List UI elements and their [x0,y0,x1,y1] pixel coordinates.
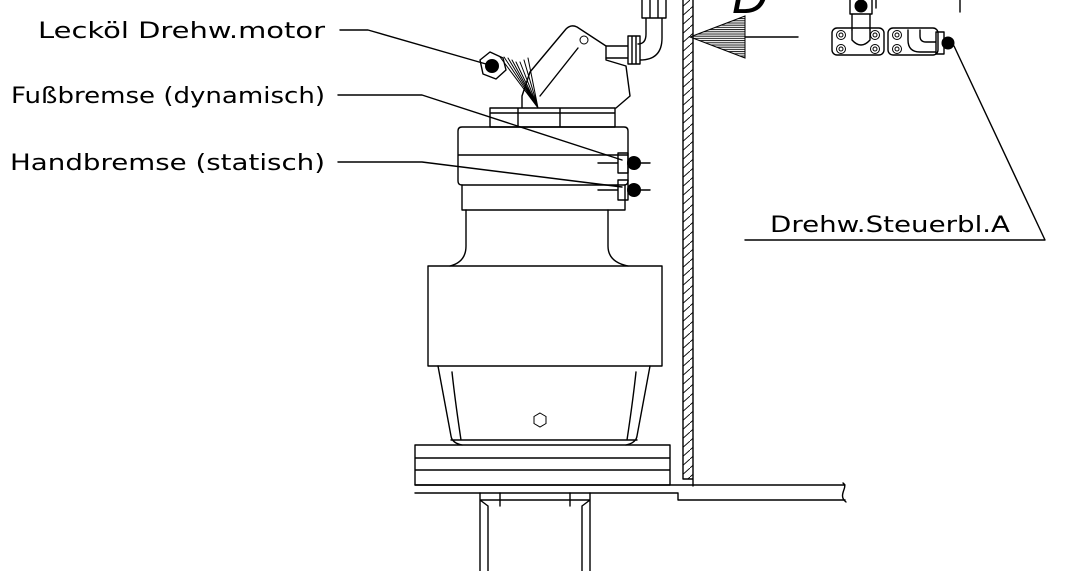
leader-fussbremse [337,94,623,161]
leader-handbremse [337,161,623,188]
tapered-housing [437,365,651,446]
bolt-hole-icon [870,30,880,40]
view-direction-arrow [688,15,799,59]
bolt-hole-icon [894,32,900,38]
steuerblock-port-icon [941,36,955,50]
wall-outline [682,0,694,487]
leckoel-fitting [479,51,507,80]
gearbox-neck [449,209,629,267]
bolt-holes-right [892,30,902,54]
leckoel-port-icon [485,59,499,73]
flange-block-left [831,27,885,56]
fussbremse-port-icon [627,156,641,170]
handbremse-port [597,179,651,201]
flange-block-left-bend [851,29,871,46]
angled-motor-housing [521,25,631,109]
bolt-hole-icon [838,46,844,52]
bolt-hole-icon [894,46,900,52]
wall [682,0,694,487]
label-drehwerk-steuerblock-a: Drehw.Steuerbl.A [770,213,1010,238]
bolt-hole-icon [836,30,846,40]
fussbremse-port [597,152,651,174]
bolt-hole-icon [892,44,902,54]
leader-lines [337,29,1046,241]
bolt-hole-icon [870,44,880,54]
label-handbremse: Handbremse (statisch) [10,151,325,176]
leckoel-hose-fan [499,56,539,109]
slewing-motor-assembly [414,0,671,571]
bolt-hole-icon [836,44,846,54]
gearbox-block [427,265,663,367]
control-block-a-fittings [831,0,961,56]
bolt-hole-icon [838,32,844,38]
leader-leckoel [339,29,487,65]
plate-break-symbol [841,482,847,503]
leader-steuerblock [744,45,1046,241]
arrow-head [688,15,746,59]
flange-block-right-elbow [907,29,945,55]
top-fitting [849,0,961,31]
housing-screw-icon [579,35,589,45]
handbremse-port-icon [627,183,641,197]
brake-housing-upper [457,126,629,186]
hex-plug-icon [533,412,547,428]
fussbremse-port-body [597,152,651,174]
motor-flange [489,107,616,128]
bolt-hole-icon [872,32,878,38]
brake-housing-lower [461,184,626,211]
flange-block-right [887,27,939,56]
elbow-fitting [605,0,667,65]
label-fussbremse: Fußbremse (dynamisch) [11,84,325,109]
output-shaft [479,492,591,571]
top-fitting-port-icon [854,0,868,13]
handbremse-port-body [597,179,651,201]
bolt-holes-left [836,30,880,54]
bolt-hole-icon [872,46,878,52]
wall-hatching [683,0,693,479]
mounting-flange [414,444,671,486]
bolt-hole-icon [892,30,902,40]
label-leckoel-drehwerkmotor: Lecköl Drehw.motor [38,19,326,44]
